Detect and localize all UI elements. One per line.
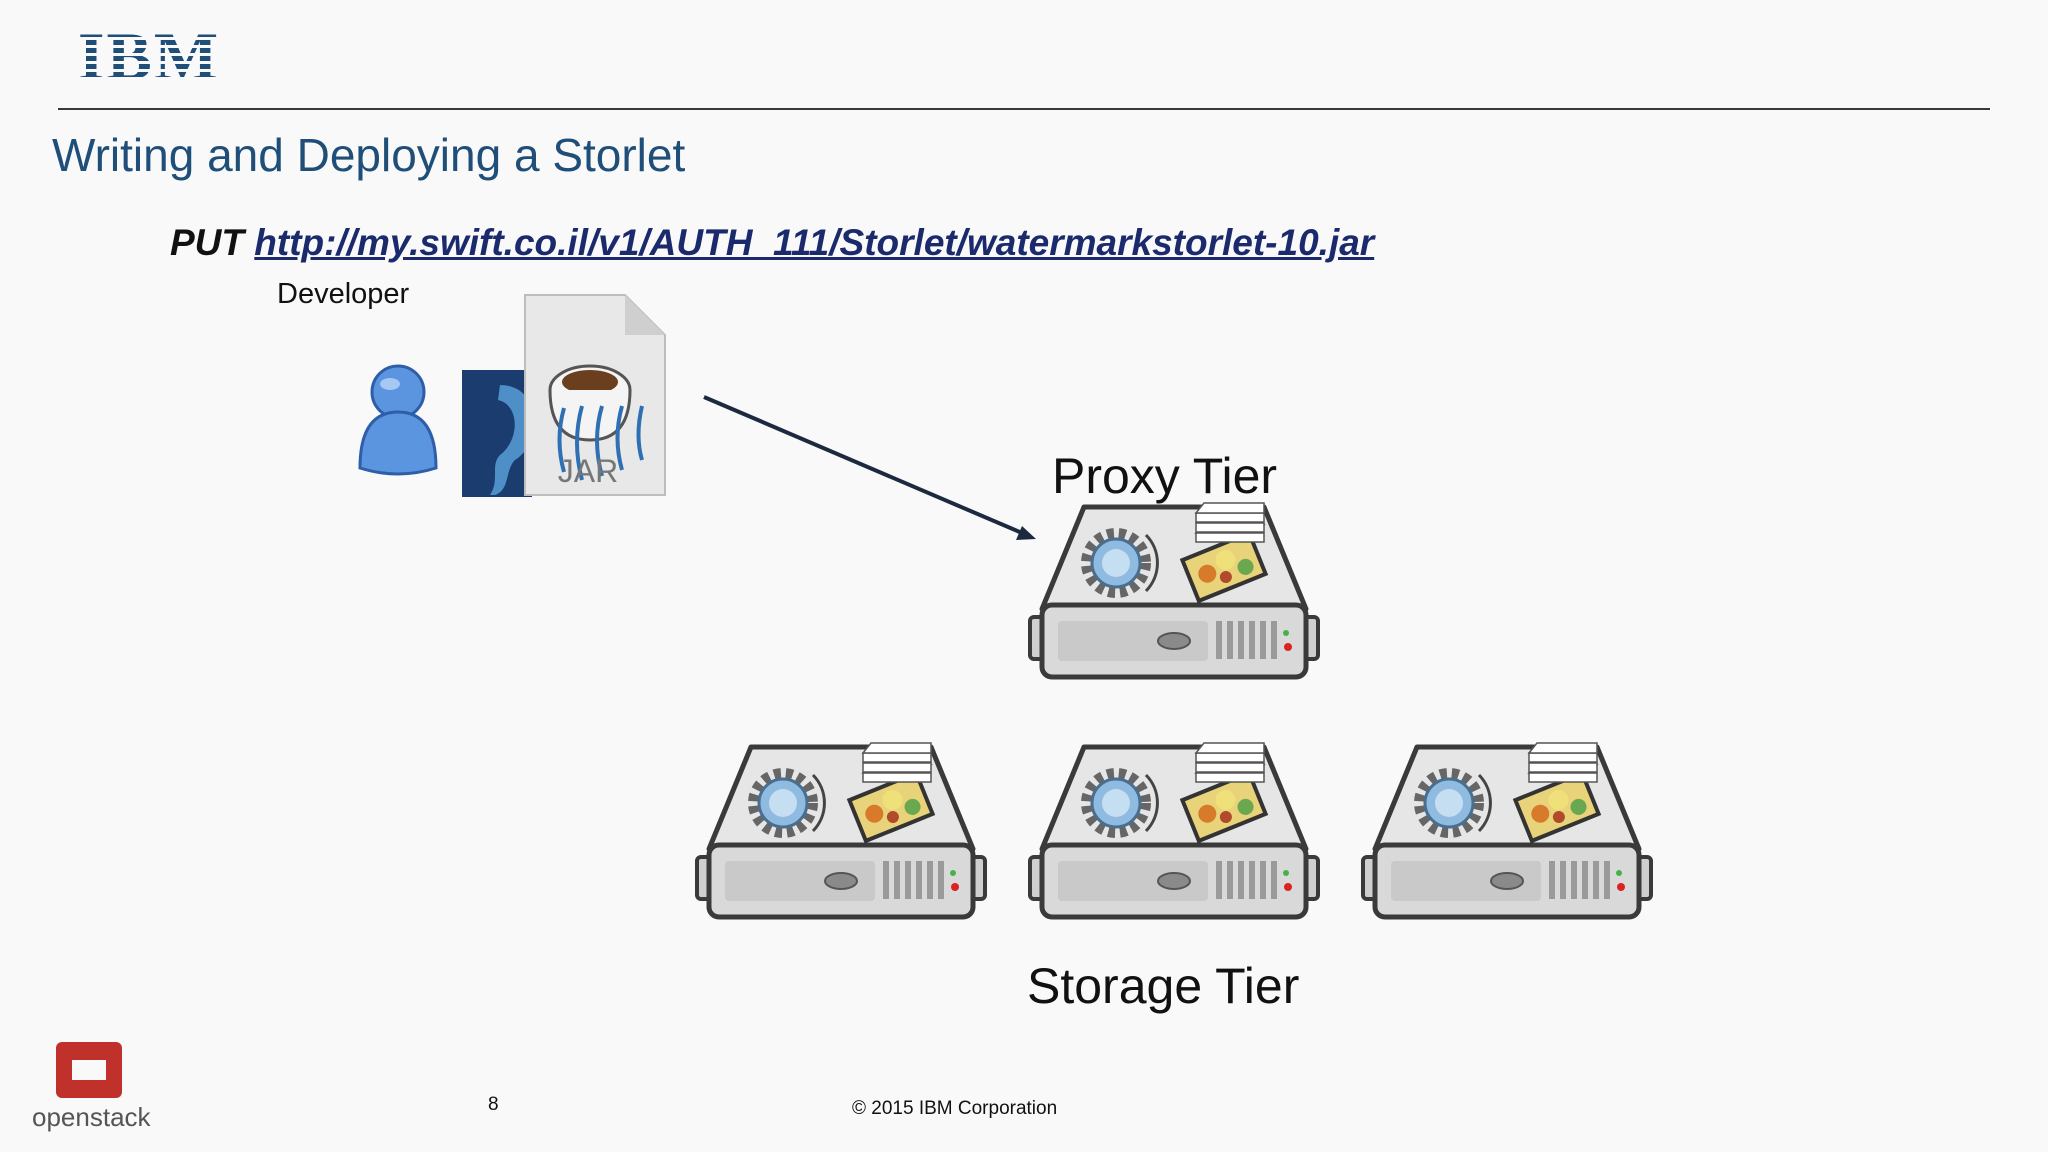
- storlet-url-link[interactable]: http://my.swift.co.il/v1/AUTH_111/Storle…: [254, 222, 1375, 263]
- storage-server-icon: [691, 737, 991, 927]
- ibm-logo-text: IBM: [78, 24, 220, 84]
- header-divider: [58, 108, 1990, 110]
- arrow-icon: [703, 395, 1023, 535]
- developer-artwork: JAR: [358, 294, 666, 497]
- proxy-server-icon: [1024, 497, 1324, 687]
- openstack-logo-text: openstack: [32, 1102, 152, 1132]
- developer-label: Developer: [277, 278, 410, 310]
- copyright-notice: © 2015 IBM Corporation: [852, 1098, 1058, 1119]
- slide-title: Writing and Deploying a Storlet: [52, 129, 686, 181]
- ibm-logo: IBM: [78, 24, 220, 84]
- storage-server-icon: [1357, 737, 1657, 927]
- put-request-line: PUT http://my.swift.co.il/v1/AUTH_111/St…: [170, 222, 1374, 264]
- openstack-logo-icon: openstack: [32, 1042, 152, 1132]
- developer-person-icon: [358, 364, 438, 476]
- http-method: PUT: [170, 222, 244, 263]
- jar-file-icon: JAR: [524, 294, 666, 496]
- jar-label: JAR: [558, 453, 618, 489]
- ear-icon: [462, 370, 535, 497]
- page-number: 8: [488, 1094, 499, 1115]
- storage-server-icon: [1024, 737, 1324, 927]
- storage-tier-label: Storage Tier: [1027, 958, 1300, 1014]
- proxy-tier-label: Proxy Tier: [1052, 448, 1278, 504]
